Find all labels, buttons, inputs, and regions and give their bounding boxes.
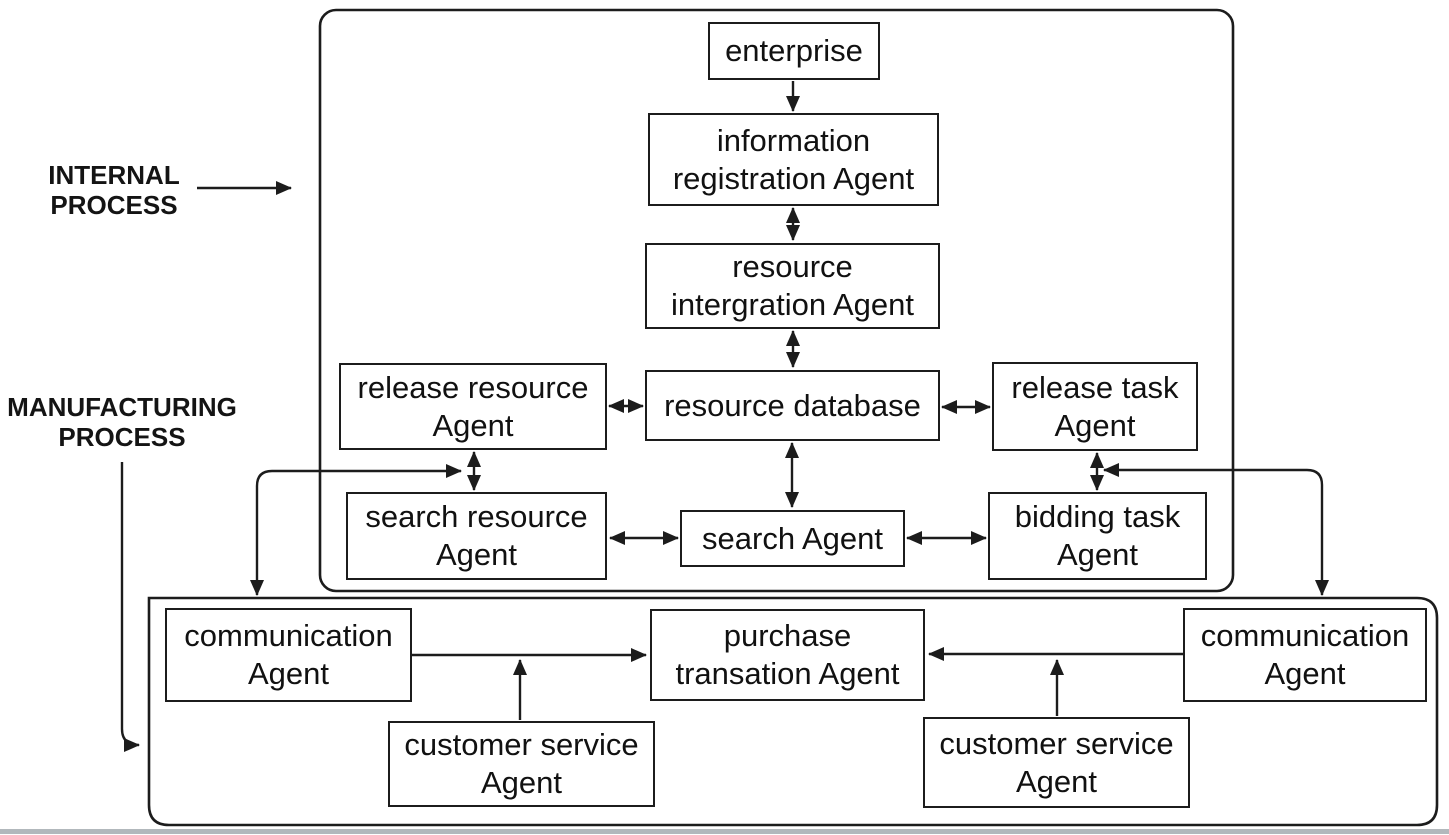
connector-left-junction-to-manufacturing bbox=[250, 464, 462, 596]
node-resource-database-label: resource database bbox=[664, 387, 921, 423]
node-enterprise-label: enterprise bbox=[725, 33, 863, 68]
manufacturing-process-label: MANUFACTURING PROCESS bbox=[7, 392, 237, 452]
internal-process-container bbox=[318, 8, 1235, 593]
node-release-resource-agent: release resource Agent bbox=[339, 363, 607, 450]
node-information-registration-agent: information registration Agent bbox=[648, 113, 939, 206]
node-search-resource-agent-label: search resource Agent bbox=[365, 499, 588, 572]
node-purchase-transation-agent-label: purchase transation Agent bbox=[675, 618, 900, 691]
node-release-task-agent-label: release task Agent bbox=[1011, 369, 1179, 443]
node-resource-intergration-agent-label: resource intergration Agent bbox=[670, 249, 914, 322]
internal-process-label: INTERNAL PROCESS bbox=[48, 160, 180, 220]
node-communication-agent-right: communication Agent bbox=[1183, 608, 1427, 702]
node-purchase-transation-agent: purchase transation Agent bbox=[650, 609, 925, 701]
node-search-resource-agent: search resource Agent bbox=[346, 492, 607, 580]
manufacturing-process-container bbox=[147, 596, 1439, 827]
node-customer-service-agent-left-label: customer service Agent bbox=[404, 727, 639, 800]
node-customer-service-agent-right-label: customer service Agent bbox=[939, 725, 1174, 799]
node-communication-agent-left-label: communication Agent bbox=[184, 618, 393, 691]
node-resource-intergration-agent: resource intergration Agent bbox=[645, 243, 940, 329]
node-release-resource-agent-label: release resource Agent bbox=[357, 369, 589, 443]
node-resource-database: resource database bbox=[645, 370, 940, 441]
node-customer-service-agent-right: customer service Agent bbox=[923, 717, 1190, 808]
node-search-agent: search Agent bbox=[680, 510, 905, 567]
node-customer-service-agent-left: customer service Agent bbox=[388, 721, 655, 807]
node-communication-agent-left: communication Agent bbox=[165, 608, 412, 702]
node-information-registration-agent-label: information registration Agent bbox=[672, 122, 915, 196]
arrow-manufacturing-process-label bbox=[120, 462, 140, 752]
node-release-task-agent: release task Agent bbox=[992, 362, 1198, 451]
node-communication-agent-right-label: communication Agent bbox=[1200, 618, 1410, 691]
node-enterprise: enterprise bbox=[708, 22, 880, 80]
window-bottom-edge bbox=[0, 829, 1449, 834]
node-bidding-task-agent-label: bidding task Agent bbox=[1014, 499, 1181, 572]
node-search-agent-label: search Agent bbox=[702, 520, 883, 556]
connector-right-junction-to-manufacturing bbox=[1103, 463, 1329, 596]
node-bidding-task-agent: bidding task Agent bbox=[988, 492, 1207, 580]
